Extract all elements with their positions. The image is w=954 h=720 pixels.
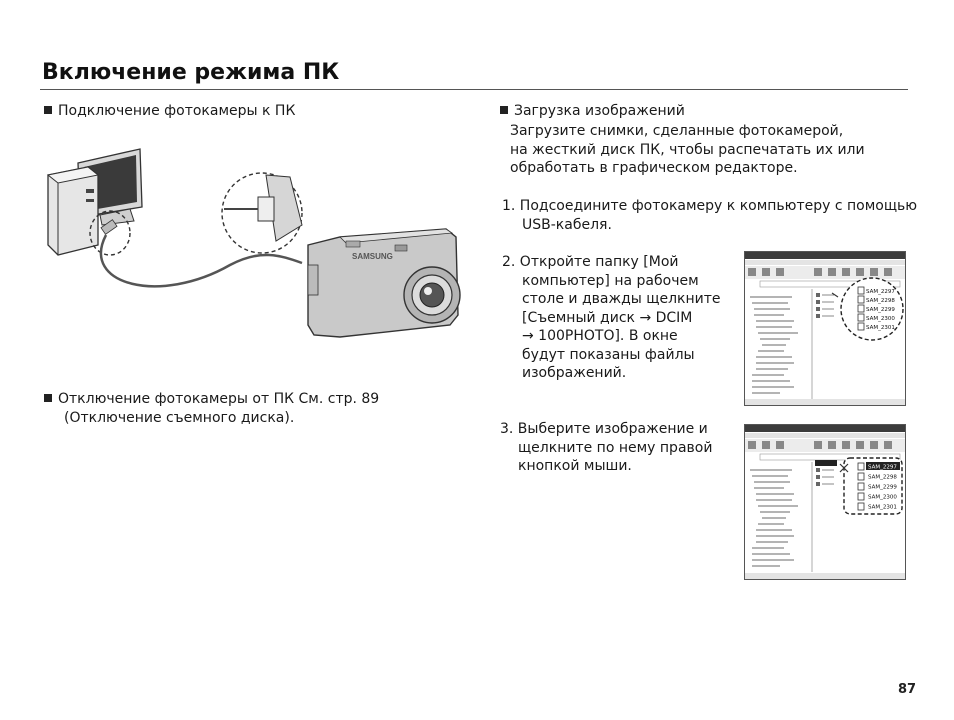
file-name: SAM_2299: [868, 485, 897, 491]
camera-port-zoom-circle: [221, 172, 303, 254]
page-number: 87: [898, 682, 917, 697]
step-1-line: 1. Подсоедините фотокамеру к компьютеру …: [502, 198, 918, 214]
step-2-line: компьютер] на рабочем: [522, 272, 699, 289]
step-2-line: [Съемный диск → DCIM: [522, 309, 693, 326]
explorer-screenshot-1: SAM_2297 SAM_2298 SAM_2299 SAM_2300 SAM_…: [744, 251, 906, 406]
file-name: SAM_2300: [868, 495, 897, 501]
step-3-line: 3. Выберите изображение и: [500, 421, 708, 437]
step-2-line: изображений.: [522, 365, 627, 381]
bullet-square-icon: [500, 106, 508, 114]
usb-cable: [99, 234, 303, 288]
usb-connector-zoom: [224, 174, 303, 242]
explorer-file-icons: [857, 462, 865, 511]
step-1-line: USB-кабеля.: [522, 216, 612, 233]
camera-icon: [307, 228, 461, 338]
file-name: SAM_2297: [866, 289, 895, 295]
file-name: SAM_2301: [868, 505, 897, 511]
step-1: 1. Подсоедините фотокамеру к компьютеру …: [502, 197, 917, 234]
step-3-line: кнопкой мыши.: [518, 458, 632, 474]
disconnect-line-2: (Отключение съемного диска).: [64, 409, 295, 426]
step-2-line: столе и дважды щелкните: [522, 291, 721, 307]
step-3: 3. Выберите изображение и щелкните по не…: [500, 420, 712, 476]
intro-line: Загрузите снимки, сделанные фотокамерой,: [510, 123, 844, 139]
file-name-selected: SAM_2297: [868, 465, 897, 471]
file-name: SAM_2298: [868, 475, 897, 481]
file-name: SAM_2299: [866, 307, 895, 313]
explorer-file-icons: [857, 286, 865, 331]
intro-line: на жесткий диск ПК, чтобы распечатать их…: [510, 141, 865, 158]
download-heading: Загрузка изображений: [500, 102, 685, 120]
download-intro: Загрузите снимки, сделанные фотокамерой,…: [510, 122, 865, 178]
step-2: 2. Откройте папку [Мой компьютер] на раб…: [502, 253, 721, 383]
file-name: SAM_2298: [866, 298, 895, 304]
intro-line: обработать в графическом редакторе.: [510, 160, 798, 176]
step-3-line: щелкните по нему правой: [518, 439, 713, 456]
file-name: SAM_2301: [866, 325, 895, 331]
bullet-square-icon: [44, 106, 52, 114]
title-divider: [40, 89, 908, 90]
bullet-square-icon: [44, 394, 52, 402]
files-highlight-circle: [840, 277, 904, 341]
pc-port-zoom-circle: [89, 210, 131, 256]
step-2-line: будут показаны файлы: [522, 346, 695, 363]
disconnect-line-1: Отключение фотокамеры от ПК См. стр. 89: [44, 390, 379, 409]
pc-tower-icon: [46, 166, 100, 256]
file-name: SAM_2300: [866, 316, 895, 322]
explorer-screenshot-2: SAM_2297 SAM_2298 SAM_2299 SAM_2300 SAM_…: [744, 424, 906, 580]
connect-heading: Подключение фотокамеры к ПК: [44, 102, 295, 120]
page-title: Включение режима ПК: [42, 60, 340, 85]
step-2-line: → 100PHOTO]. В окне: [522, 328, 678, 344]
camera-pc-connection-illustration: SAMSUNG: [46, 148, 461, 338]
camera-brand-label: SAMSUNG: [352, 252, 393, 261]
disconnect-note: Отключение фотокамеры от ПК См. стр. 89 …: [44, 390, 379, 427]
step-2-line: 2. Откройте папку [Мой: [502, 254, 679, 270]
